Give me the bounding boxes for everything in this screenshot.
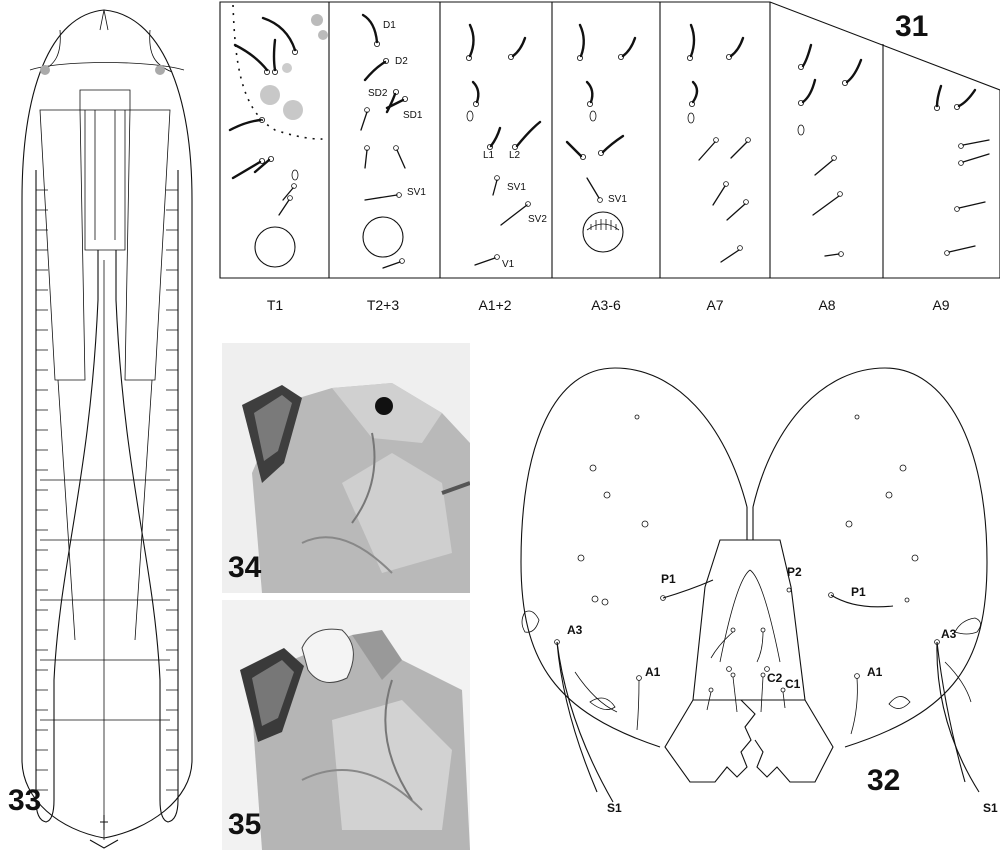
seta-sv1-a12: SV1	[507, 182, 526, 193]
segment-label-a3-6: A3-6	[591, 297, 621, 313]
seta-d1: D1	[383, 20, 396, 31]
label-p1-right: P1	[851, 585, 866, 599]
seta-v1: V1	[502, 259, 515, 270]
seta-sd2: SD2	[368, 88, 388, 99]
segment-label-t1: T1	[267, 297, 284, 313]
label-a3-left: A3	[567, 623, 583, 637]
segment-label-t2-3: T2+3	[367, 297, 400, 313]
fig35-photo-art	[222, 600, 470, 850]
fig35-photo: 35	[222, 600, 470, 850]
label-a1-right: A1	[867, 665, 883, 679]
label-c1: C1	[785, 677, 801, 691]
fig34-photo: 34	[222, 343, 470, 593]
segment-label-a8: A8	[818, 297, 835, 313]
seta-sv2: SV2	[528, 214, 547, 225]
label-s1-left: S1	[607, 801, 622, 815]
segment-label-a7: A7	[706, 297, 723, 313]
label-c2: C2	[767, 671, 783, 685]
fig31-number: 31	[895, 10, 928, 43]
label-a3-right: A3	[941, 627, 957, 641]
seta-d2: D2	[395, 56, 408, 67]
seta-sv1-a36: SV1	[608, 194, 627, 205]
seta-sd1: SD1	[403, 110, 423, 121]
fig31-drawing: 31 D1 D2 SD2 SD1 SV1	[219, 1, 1000, 313]
seta-l2: L2	[509, 150, 521, 161]
fig32-drawing: P1 P2 P1 A3 A3 A1 A1 C2 C1 S1 S1 32	[520, 367, 998, 815]
fig33-number: 33	[8, 784, 41, 817]
fig34-photo-art	[222, 343, 470, 593]
seta-l1: L1	[483, 150, 495, 161]
fig33-drawing: 33	[8, 9, 193, 849]
segment-label-a1-2: A1+2	[478, 297, 511, 313]
fig35-number: 35	[228, 808, 262, 841]
label-s1-right: S1	[983, 801, 998, 815]
seta-sv1-t: SV1	[407, 187, 426, 198]
label-p2: P2	[787, 565, 802, 579]
label-p1-left: P1	[661, 572, 676, 586]
fig32-number: 32	[867, 764, 900, 797]
label-a1-left: A1	[645, 665, 661, 679]
fig34-number: 34	[228, 551, 262, 584]
segment-label-a9: A9	[932, 297, 949, 313]
